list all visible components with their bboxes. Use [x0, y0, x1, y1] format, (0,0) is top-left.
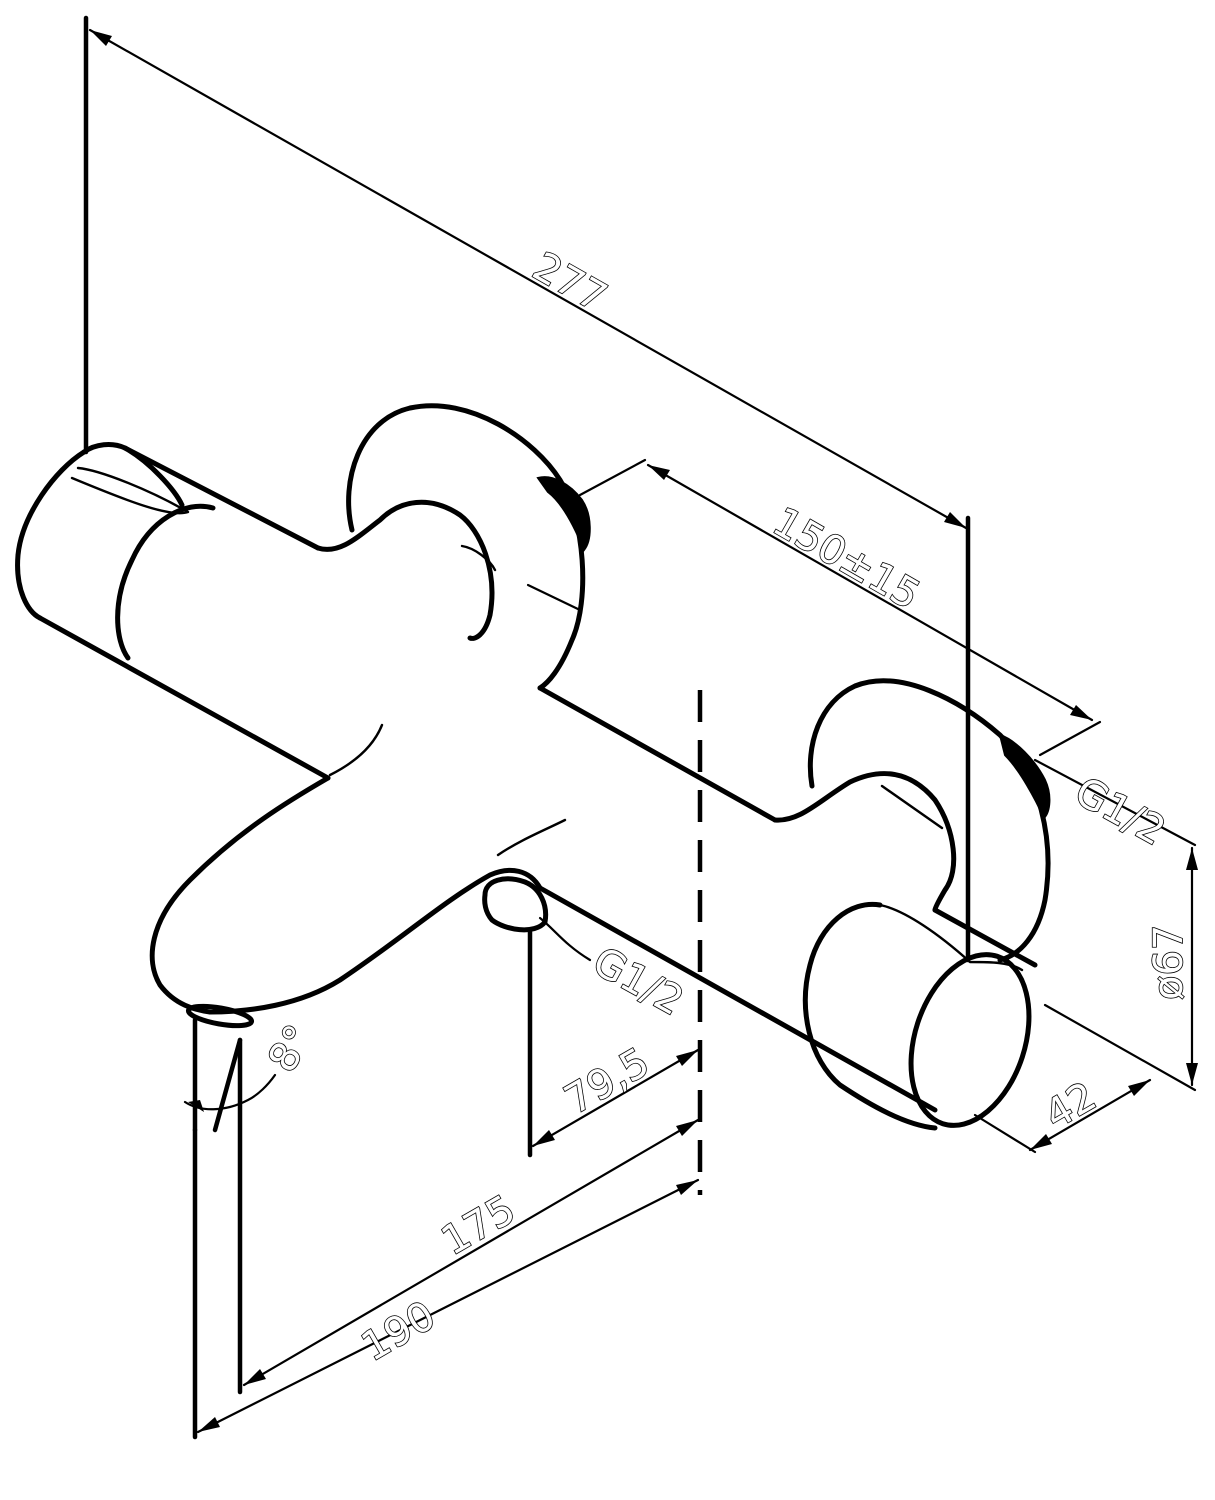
dim-277-line [88, 28, 968, 530]
right-inlet-nut [998, 733, 1051, 820]
spout-aerator [185, 1003, 255, 1029]
spout-crease-2 [496, 818, 567, 857]
spout-upper [149, 775, 331, 1015]
dim-79-arrow-b [676, 1050, 698, 1066]
dim-175-arrow-a [244, 1369, 266, 1385]
spout-crease [328, 723, 384, 777]
label-277: 277 [525, 244, 614, 322]
right-inlet-ext [1038, 720, 1102, 757]
dim-42-ext [973, 1113, 1037, 1154]
dim-175-line [242, 1118, 700, 1387]
dim-277-arrow-a [90, 30, 112, 46]
dim-277-arrow-b [944, 512, 966, 528]
dim-42-line [1028, 1078, 1152, 1152]
left-cap-inner [70, 466, 190, 515]
label-150-15: 150±15 [765, 499, 927, 619]
left-collar [115, 503, 216, 661]
body-bottom-edge-2 [537, 885, 938, 1113]
body-top-edge-3 [932, 907, 1038, 968]
dim-67-arrow-b [1186, 1063, 1198, 1085]
dimension-lines [88, 28, 1198, 1434]
dim-150-arrow-b [1070, 705, 1092, 720]
spout-lower [207, 867, 543, 1015]
dim-79-arrow-a [533, 1130, 555, 1146]
left-center-axis [526, 583, 582, 612]
label-190: 190 [354, 1293, 443, 1371]
dim-8-arrow [188, 1100, 204, 1112]
dim-175-arrow-b [676, 1120, 698, 1136]
left-escutcheon [346, 403, 586, 691]
label-8-deg: 8° [259, 1017, 322, 1080]
body-top-edge-2 [537, 685, 778, 823]
dim-190-arrow-b [676, 1180, 698, 1195]
label-diameter-67: ø67 [1146, 925, 1192, 1000]
dim-150-line [646, 463, 1094, 722]
body-bottom-edge [37, 615, 331, 781]
dim-190-arrow-a [198, 1417, 220, 1432]
outlet-thread-leader [538, 916, 592, 962]
right-handle-face [908, 952, 1032, 1128]
mixer-body [15, 403, 1051, 1131]
label-79-5: 79,5 [557, 1039, 657, 1123]
left-inlet-nut [536, 476, 591, 552]
label-g12-outlet: G1/2 [585, 939, 691, 1025]
outlet-fitting [482, 876, 549, 933]
right-inlet-detail [880, 784, 944, 830]
dim-42-arrow-a [1030, 1134, 1052, 1150]
right-inlet-leader [1033, 758, 1197, 847]
dim-79-line [531, 1048, 700, 1148]
label-g12-right: G1/2 [1067, 769, 1173, 855]
right-inlet-neck [772, 771, 957, 913]
left-inlet-detail [460, 544, 497, 572]
left-inlet-leader [578, 458, 647, 497]
label-42: 42 [1037, 1073, 1104, 1138]
body-top-edge [122, 445, 321, 551]
label-175: 175 [434, 1187, 523, 1265]
spout-angle-line [212, 1037, 243, 1133]
dim-67-arrow-a [1186, 848, 1198, 870]
dim-42-arrow-b [1128, 1080, 1150, 1096]
dim-190-line [196, 1178, 700, 1434]
reference-lines [83, 15, 1197, 1440]
left-inlet-neck [315, 499, 495, 641]
left-end-cap [15, 449, 87, 621]
right-body-leader [1043, 1003, 1197, 1092]
right-handle [802, 901, 938, 1131]
dim-150-arrow-a [648, 465, 670, 480]
